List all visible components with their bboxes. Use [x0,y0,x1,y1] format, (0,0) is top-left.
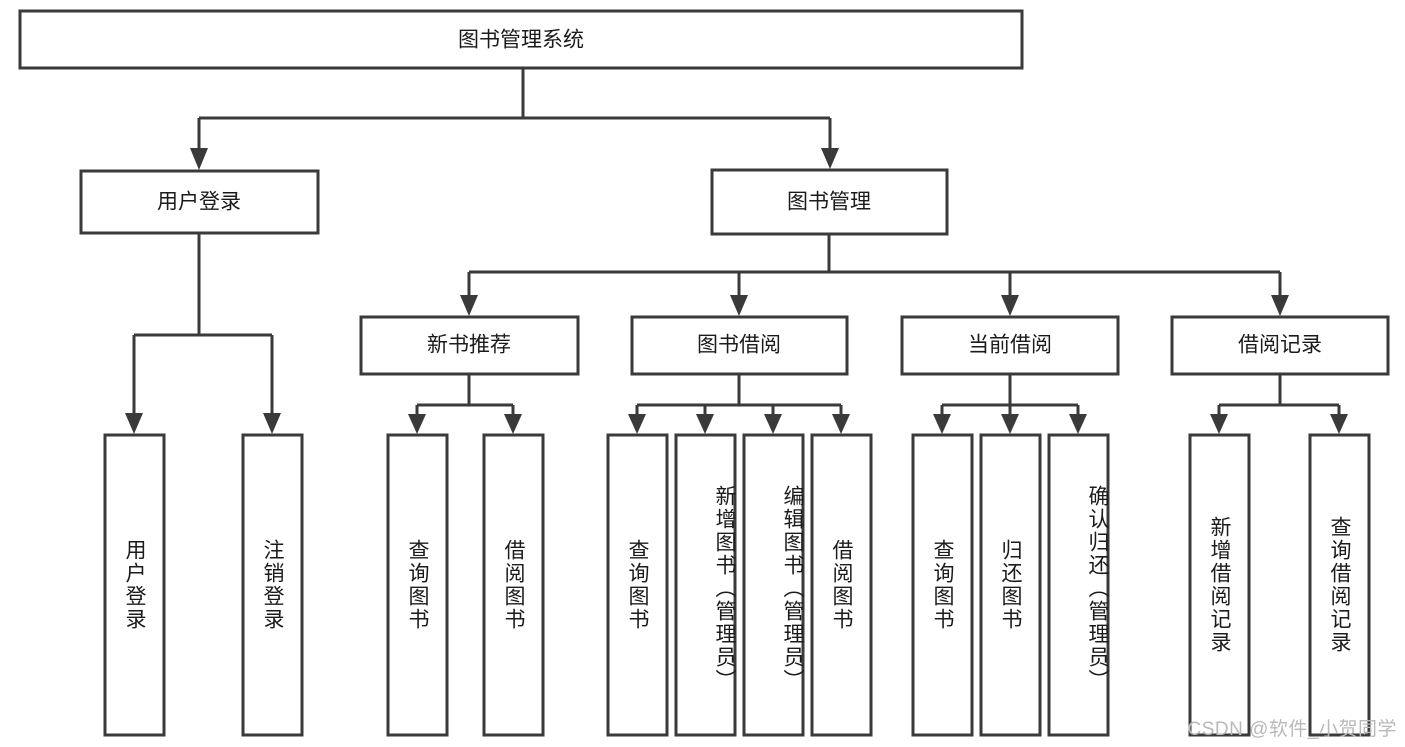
leaf-box-return-book[interactable] [979,433,1042,737]
leaf-box-add-book-admin[interactable] [674,433,737,737]
connector-user-login-to-leaves [125,233,281,434]
csdn-watermark: CSDN @软件_小贺同学 [1187,719,1397,740]
leaf-box-query-book-borrow[interactable] [606,433,669,737]
leaf-box-borrow-book[interactable] [810,433,873,737]
leaf-box-edit-book-admin[interactable] [742,433,805,737]
connector-book-borrow-to-leaves [628,374,850,434]
node-box-user-login[interactable] [79,169,320,235]
connector-current-borrow-to-leaves [933,374,1087,434]
node-label-current-borrow: 当前借阅 [968,334,1052,357]
leaf-box-logout[interactable] [241,433,304,737]
node-label-new-book-recommend: 新书推荐 [427,334,511,357]
leaf-box-add-borrow-record[interactable] [1188,433,1251,737]
connector-borrow-record-to-leaves [1210,374,1348,434]
leaf-box-confirm-return-admin[interactable] [1047,433,1110,737]
leaf-box-borrow-book-rec[interactable] [482,433,545,737]
leaf-box-user-login[interactable] [103,433,166,737]
leaf-box-query-borrow-record[interactable] [1308,433,1371,737]
node-box-new-book-recommend[interactable] [359,315,580,376]
node-label-borrow-record: 借阅记录 [1238,334,1322,357]
connector-root-to-level2 [190,68,839,170]
node-box-root[interactable] [18,9,1024,70]
connector-book-management-to-level3 [460,234,1289,316]
node-label-book-management: 图书管理 [787,191,871,214]
leaf-box-query-book-current[interactable] [911,433,974,737]
leaf-box-query-book-rec[interactable] [386,433,449,737]
node-label-root: 图书管理系统 [458,29,584,52]
connector-new-book-recommend-to-leaves [408,374,522,434]
node-box-current-borrow[interactable] [900,315,1120,376]
node-label-book-borrow: 图书借阅 [697,334,781,357]
node-label-user-login: 用户登录 [157,191,241,214]
